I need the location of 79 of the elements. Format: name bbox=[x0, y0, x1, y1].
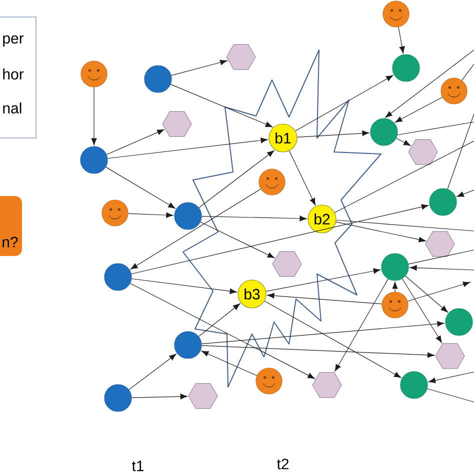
arrow bbox=[201, 350, 258, 376]
time-label: t1 bbox=[132, 460, 144, 472]
arrow bbox=[264, 300, 402, 378]
smiley-face bbox=[256, 368, 282, 394]
arrow bbox=[128, 212, 174, 218]
arrow bbox=[405, 276, 448, 312]
arrow bbox=[456, 190, 474, 197]
hexagon-node bbox=[425, 231, 455, 257]
arrow bbox=[128, 354, 176, 390]
arrow bbox=[107, 138, 268, 159]
circle-node bbox=[80, 146, 108, 174]
arrow bbox=[170, 84, 273, 128]
smiley-face bbox=[440, 78, 468, 104]
arrow bbox=[396, 138, 411, 146]
circle-node bbox=[144, 65, 172, 93]
smiley-face bbox=[258, 168, 286, 196]
arrow bbox=[428, 372, 474, 384]
smiley-face bbox=[102, 200, 128, 226]
connector-line bbox=[336, 220, 474, 232]
arrow bbox=[296, 130, 370, 138]
arrow bbox=[334, 278, 388, 372]
arrow bbox=[200, 222, 275, 258]
arrow bbox=[171, 60, 228, 76]
connector-line bbox=[462, 64, 474, 81]
rounded-box: n? bbox=[0, 196, 22, 256]
arrow bbox=[336, 222, 426, 242]
arrow bbox=[132, 394, 188, 400]
arrow bbox=[398, 26, 405, 54]
arrow bbox=[295, 75, 394, 132]
circle-node bbox=[429, 188, 457, 216]
arrow bbox=[201, 321, 444, 344]
smiley-face bbox=[382, 292, 408, 318]
circle-node bbox=[104, 263, 132, 291]
arrow bbox=[106, 166, 176, 209]
arrow bbox=[402, 278, 442, 343]
arrow bbox=[202, 216, 307, 222]
arrow bbox=[407, 282, 470, 302]
connector-line bbox=[408, 250, 474, 264]
arrow bbox=[266, 268, 381, 292]
legend-label: nal bbox=[3, 102, 22, 114]
arrow bbox=[201, 345, 435, 358]
arrow bbox=[131, 204, 429, 274]
arrow bbox=[198, 303, 240, 337]
connector-line bbox=[397, 122, 474, 136]
arrow bbox=[106, 129, 164, 155]
hexagon-node bbox=[226, 44, 256, 70]
circle-node bbox=[104, 384, 132, 412]
connector-line bbox=[447, 114, 474, 190]
arrow bbox=[392, 282, 398, 292]
hexagon-node bbox=[435, 343, 465, 369]
connector-line bbox=[334, 140, 474, 213]
hexagon-node bbox=[312, 372, 342, 398]
time-label: t2 bbox=[276, 458, 288, 470]
hexagon-node bbox=[162, 111, 192, 137]
arrow bbox=[91, 87, 97, 146]
circle-node bbox=[174, 331, 202, 359]
arrow bbox=[130, 188, 261, 270]
connector-line bbox=[426, 388, 474, 402]
hexagon-node bbox=[272, 251, 302, 277]
smiley-face bbox=[382, 0, 410, 28]
circle-node bbox=[392, 54, 420, 82]
arrow bbox=[198, 150, 274, 208]
hexagon-node bbox=[408, 139, 438, 165]
hexagon-node bbox=[188, 383, 218, 409]
arrow bbox=[395, 96, 443, 122]
arrow bbox=[267, 292, 382, 304]
circle-node bbox=[445, 308, 473, 336]
circle-node bbox=[400, 371, 428, 399]
circle-node bbox=[174, 202, 202, 230]
smiley-face bbox=[80, 60, 108, 88]
arrow bbox=[385, 50, 474, 118]
circle-node bbox=[381, 253, 409, 281]
legend-label: per bbox=[3, 35, 24, 47]
legend-label: hor bbox=[3, 68, 24, 80]
circle-node bbox=[370, 118, 398, 146]
arrow bbox=[288, 150, 316, 206]
arrow bbox=[131, 278, 237, 294]
arrow bbox=[410, 265, 474, 271]
arrow bbox=[130, 283, 315, 379]
